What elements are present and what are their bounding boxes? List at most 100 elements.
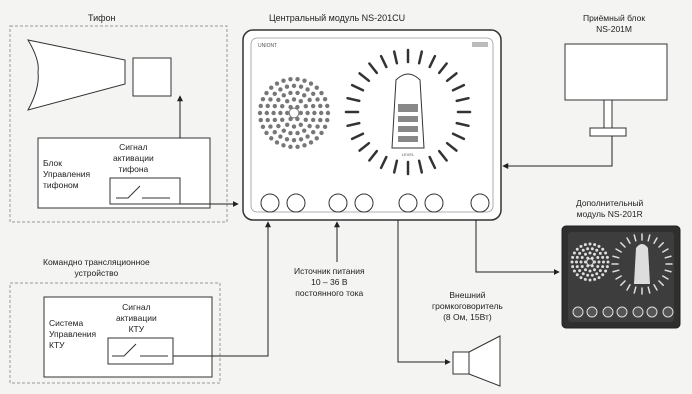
speaker-line-2: громкоговоритель [432, 301, 503, 311]
grille-hole [578, 269, 582, 273]
direction-segment [664, 269, 672, 273]
grille-hole [579, 244, 583, 248]
grille-hole [318, 117, 323, 123]
grille-hole [264, 110, 269, 116]
grille-hole [305, 110, 310, 116]
grille-hole [311, 91, 316, 96]
receiver-title-line-1: Приёмный блок [583, 13, 646, 23]
grille-hole [590, 273, 594, 277]
direction-segment [662, 248, 669, 253]
direction-segment [647, 234, 651, 242]
grille-hole [597, 276, 601, 280]
direction-segment [350, 132, 365, 141]
direction-segment [647, 286, 651, 294]
grille-hole [596, 265, 600, 268]
grille-hole [604, 251, 608, 255]
direction-segment [437, 149, 448, 162]
speaker-grille [257, 76, 331, 150]
grille-hole [260, 96, 266, 102]
panel-button [572, 306, 584, 318]
grille-hole [284, 137, 290, 142]
grille-hole [276, 123, 281, 129]
grille-hole [291, 124, 297, 129]
grille-hole [285, 122, 290, 127]
panel-button [328, 193, 348, 213]
central-brand: UNIONT [258, 43, 277, 49]
relay-signal-label: Сигнал активации КТУ [116, 302, 157, 335]
grille-hole [281, 93, 286, 98]
extra-module-title: Дополнительный модуль NS-201R [576, 198, 643, 220]
central-button-row [260, 193, 490, 213]
grille-hole [268, 124, 273, 129]
panel-button [586, 306, 598, 318]
grille-hole [307, 123, 312, 129]
grille-hole [312, 110, 317, 116]
grille-hole [288, 90, 293, 96]
grille-hole [580, 265, 584, 268]
grille-hole [597, 244, 601, 248]
direction-segment [653, 237, 658, 244]
direction-segment [445, 141, 458, 152]
grille-hole [276, 97, 281, 103]
grille-hole [583, 243, 587, 247]
grille-hole [601, 255, 605, 259]
grille-hole [303, 104, 308, 109]
grille-hole [575, 247, 579, 251]
grille-hole [325, 110, 331, 116]
grille-hole [288, 130, 293, 136]
direction-segment [626, 237, 631, 244]
grille-hole [302, 143, 307, 148]
relay-signal-line-1: Сигнал [122, 302, 151, 312]
additional-module [561, 225, 681, 329]
grille-hole [274, 81, 280, 86]
grille-hole [584, 260, 587, 264]
grille-hole [315, 97, 320, 102]
direction-segment [392, 50, 399, 65]
horn-signal-line-1: Сигнал [119, 142, 148, 152]
direction-segment [620, 242, 626, 248]
direction-segment [612, 255, 620, 259]
relay-title-line-1: Командно трансляционное [43, 257, 150, 267]
grille-hole [272, 91, 277, 96]
connections [173, 95, 613, 365]
grille-hole [586, 273, 590, 277]
grille-hole [274, 140, 280, 145]
grille-hole [288, 144, 293, 150]
central-module: UNIONT LEVEL [242, 29, 502, 221]
panel-button [398, 193, 418, 213]
grille-hole [278, 87, 283, 92]
direction-segment [368, 62, 379, 75]
grille-hole [593, 260, 596, 264]
direction-segment [350, 83, 365, 92]
speaker-line-3: (8 Ом, 15Вт) [443, 312, 492, 322]
grille-hole [588, 269, 592, 273]
direction-segment [451, 83, 466, 92]
grille-hole [605, 255, 609, 259]
extra-direction-indicator [611, 233, 673, 295]
grille-hole [280, 117, 285, 123]
grille-hole [322, 96, 328, 102]
grille-hole [598, 269, 602, 273]
grille-hole [305, 87, 310, 92]
power-source-line-2: 10 – 36 В [311, 277, 348, 287]
grille-hole [593, 243, 597, 247]
grille-hole [311, 130, 316, 135]
grille-hole [325, 103, 330, 109]
relay-switch-icon [112, 343, 168, 357]
panel-button [646, 306, 658, 318]
grille-hole [570, 260, 574, 264]
extra-button-row [572, 306, 674, 318]
grille-hole [593, 277, 597, 281]
direction-segment [445, 72, 458, 83]
horn-group-frame [9, 25, 228, 223]
direction-segment [451, 132, 466, 141]
horn-icon [26, 39, 172, 111]
speaker-line-1: Внешний [449, 290, 486, 300]
direction-segment [392, 159, 399, 174]
panel-button [354, 193, 374, 213]
grille-hole [302, 78, 307, 83]
relay-system-line-3: КТУ [49, 340, 65, 350]
grille-hole [325, 117, 330, 123]
grille-hole [272, 130, 277, 135]
